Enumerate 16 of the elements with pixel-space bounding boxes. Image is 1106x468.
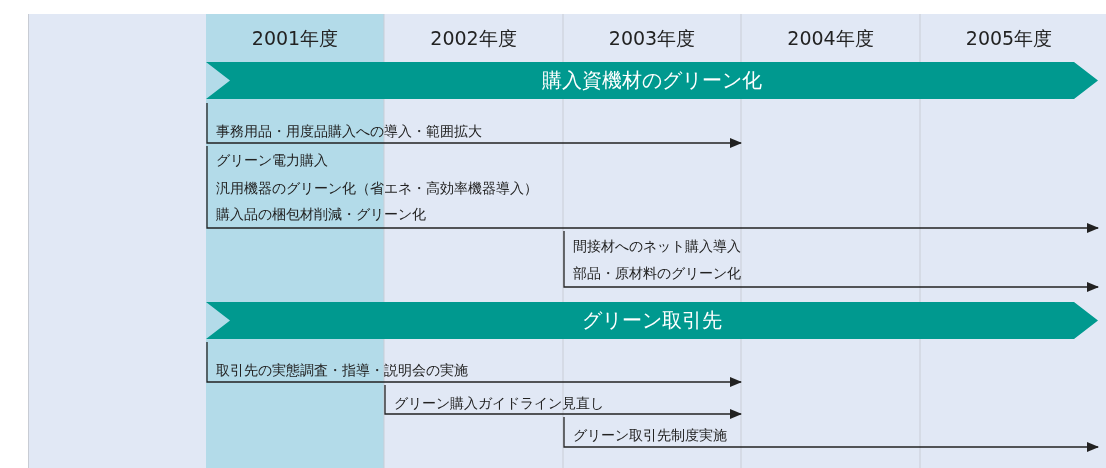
year-heading: 2002年度 [429, 26, 518, 51]
task-text: グリーン電力購入 [216, 151, 328, 169]
task-text: 汎用機器のグリーン化（省エネ・高効率機器導入） [216, 179, 538, 197]
task-text: 間接材へのネット購入導入 [573, 237, 741, 255]
task-text: グリーン取引先制度実施 [573, 426, 727, 444]
year-heading: 2001年度 [250, 26, 340, 51]
task-text: 取引先の実態調査・指導・説明会の実施 [216, 361, 468, 379]
task-text: 事務用品・用度品購入への導入・範囲拡大 [216, 122, 482, 140]
year-heading: 2004年度 [786, 26, 875, 51]
year-heading: 2005年度 [964, 26, 1054, 51]
task-text: グリーン購入ガイドライン見直し [394, 394, 604, 412]
title-banner: 購入資機材のグリーン化 [206, 62, 1098, 99]
year-heading: 2003年度 [607, 26, 697, 51]
task-text: 部品・原材料のグリーン化 [573, 264, 741, 282]
title-banner: グリーン取引先 [206, 302, 1098, 339]
task-text: 購入品の梱包材削減・グリーン化 [216, 205, 426, 223]
